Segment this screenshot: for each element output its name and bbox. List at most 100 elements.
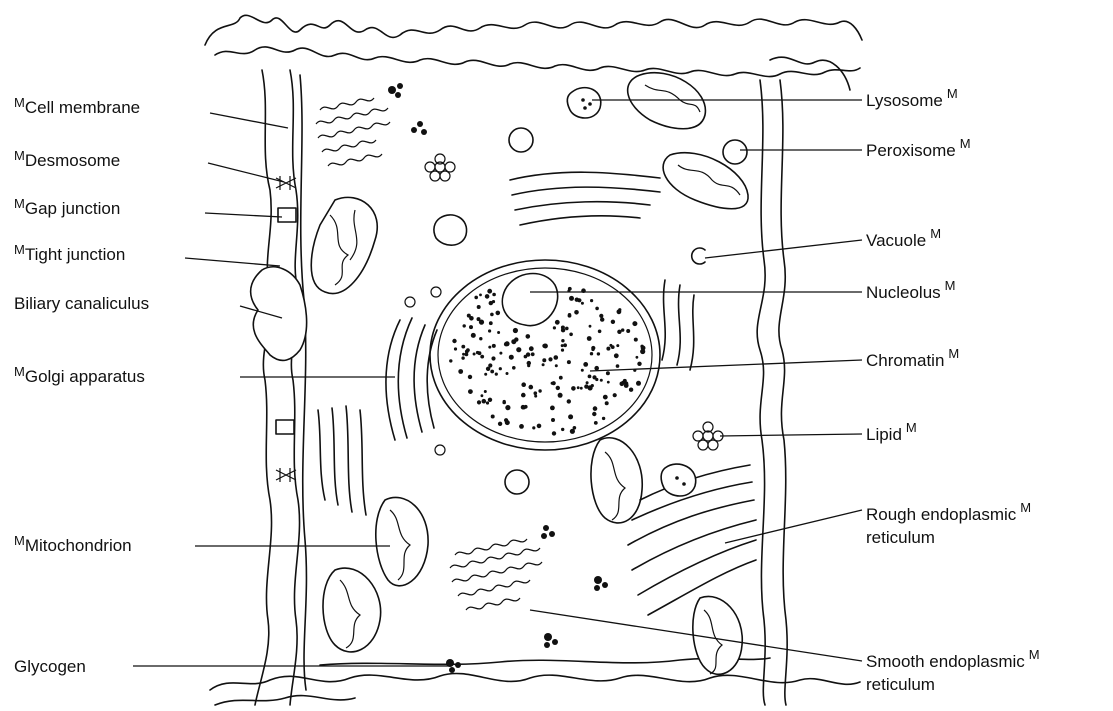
chromatin-speck bbox=[526, 334, 531, 339]
chromatin-speck bbox=[538, 389, 541, 392]
label-rough-er-line2: reticulum bbox=[866, 528, 935, 547]
chromatin-speck bbox=[567, 399, 571, 403]
chromatin-speck bbox=[480, 355, 484, 359]
mitochondrion bbox=[376, 497, 428, 585]
chromatin-speck bbox=[527, 364, 530, 367]
chromatin-speck bbox=[478, 351, 482, 355]
chromatin-speck bbox=[617, 330, 621, 334]
chromatin-speck bbox=[462, 353, 465, 356]
chromatin-speck bbox=[449, 359, 452, 362]
chromatin-speck bbox=[580, 387, 583, 390]
chromatin-speck bbox=[488, 398, 492, 402]
chromatin-speck bbox=[554, 355, 559, 360]
chromatin-speck bbox=[586, 381, 589, 384]
chromatin-speck bbox=[502, 401, 506, 405]
chromatin-speck bbox=[629, 388, 633, 392]
chromatin-speck bbox=[551, 418, 555, 422]
vacuole bbox=[692, 248, 705, 264]
chromatin-speck bbox=[591, 384, 594, 387]
chromatin-speck bbox=[587, 336, 592, 341]
mitochondria bbox=[311, 73, 748, 675]
chromatin-speck bbox=[485, 294, 490, 299]
chromatin-speck bbox=[532, 426, 535, 429]
chromatin-speck bbox=[565, 327, 569, 331]
label-glycogen: Glycogen bbox=[14, 657, 86, 676]
chromatin-speck bbox=[632, 321, 637, 326]
chromatin-speck bbox=[583, 362, 588, 367]
chromatin-speck bbox=[534, 395, 537, 398]
chromatin-speck bbox=[589, 325, 592, 328]
chromatin-speck bbox=[581, 369, 584, 372]
chromatin-speck bbox=[552, 381, 556, 385]
chromatin-speck bbox=[605, 401, 609, 405]
chromatin-speck bbox=[556, 386, 560, 390]
chromatin-speck bbox=[513, 328, 518, 333]
chromatin-speck bbox=[634, 338, 638, 342]
chromatin-speck bbox=[505, 405, 510, 410]
chromatin-speck bbox=[488, 346, 491, 349]
chromatin-speck bbox=[506, 372, 509, 375]
label-tight-junction: MTight junction bbox=[14, 242, 125, 264]
chromatin-speck bbox=[474, 296, 478, 300]
chromatin-speck bbox=[498, 422, 502, 426]
chromatin-speck bbox=[603, 395, 608, 400]
chromatin-speck bbox=[618, 308, 621, 311]
chromatin-speck bbox=[542, 363, 545, 366]
chromatin-speck bbox=[568, 414, 573, 419]
chromatin-speck bbox=[529, 346, 534, 351]
chromatin-speck bbox=[521, 382, 526, 387]
chromatin-speck bbox=[458, 369, 463, 374]
chromatin-speck bbox=[487, 289, 492, 294]
chromatin-speck bbox=[490, 313, 494, 317]
chromatin-speck bbox=[597, 352, 600, 355]
mitochondrion bbox=[311, 197, 377, 293]
label-vacuole: VacuoleM bbox=[866, 226, 941, 250]
mitochondrion bbox=[323, 568, 381, 652]
chromatin-speck bbox=[492, 300, 495, 303]
chromatin-speck bbox=[609, 344, 612, 347]
chromatin-speck bbox=[512, 366, 516, 370]
label-desmosome: MDesmosome bbox=[14, 148, 120, 170]
chromatin-speck bbox=[594, 366, 599, 371]
chromatin-speck bbox=[486, 401, 489, 404]
chromatin-speck bbox=[569, 333, 573, 337]
label-cell-membrane: MCell membrane bbox=[14, 95, 140, 117]
chromatin-speck bbox=[592, 375, 596, 379]
mitochondrion bbox=[628, 73, 706, 129]
chromatin-speck bbox=[590, 299, 593, 302]
chromatin-speck bbox=[461, 345, 465, 349]
chromatin-speck bbox=[477, 400, 481, 404]
chromatin-speck bbox=[531, 352, 535, 356]
chromatin-speck bbox=[553, 326, 556, 329]
chromatin-speck bbox=[482, 399, 487, 404]
chromatin-speck bbox=[558, 393, 563, 398]
chromatin-speck bbox=[563, 343, 567, 347]
chromatin-speck bbox=[479, 337, 482, 340]
chromatin-speck bbox=[614, 353, 619, 358]
mitochondrion bbox=[663, 153, 748, 209]
chromatin-speck bbox=[496, 311, 501, 316]
chromatin-speck bbox=[471, 333, 476, 338]
chromatin-speck bbox=[529, 385, 534, 390]
chromatin-speck bbox=[593, 406, 598, 411]
chromatin-speck bbox=[516, 347, 521, 352]
chromatin-speck bbox=[569, 296, 574, 301]
chromatin-speck bbox=[602, 417, 605, 420]
chromatin-speck bbox=[606, 347, 610, 351]
chromatin-speck bbox=[607, 381, 610, 384]
chromatin-speck bbox=[542, 358, 546, 362]
chromatin-speck bbox=[465, 353, 469, 357]
chromatin-speck bbox=[491, 356, 495, 360]
chromatin-speck bbox=[524, 355, 528, 359]
chromatin-speck bbox=[581, 302, 584, 305]
chromatin-speck bbox=[552, 431, 556, 435]
chromatin-speck bbox=[620, 382, 625, 387]
label-peroxisome: PeroxisomeM bbox=[866, 136, 971, 160]
nucleolus bbox=[502, 274, 557, 326]
golgi-apparatus bbox=[386, 287, 445, 455]
chromatin-speck bbox=[555, 320, 560, 325]
chromatin-speck bbox=[499, 367, 502, 370]
